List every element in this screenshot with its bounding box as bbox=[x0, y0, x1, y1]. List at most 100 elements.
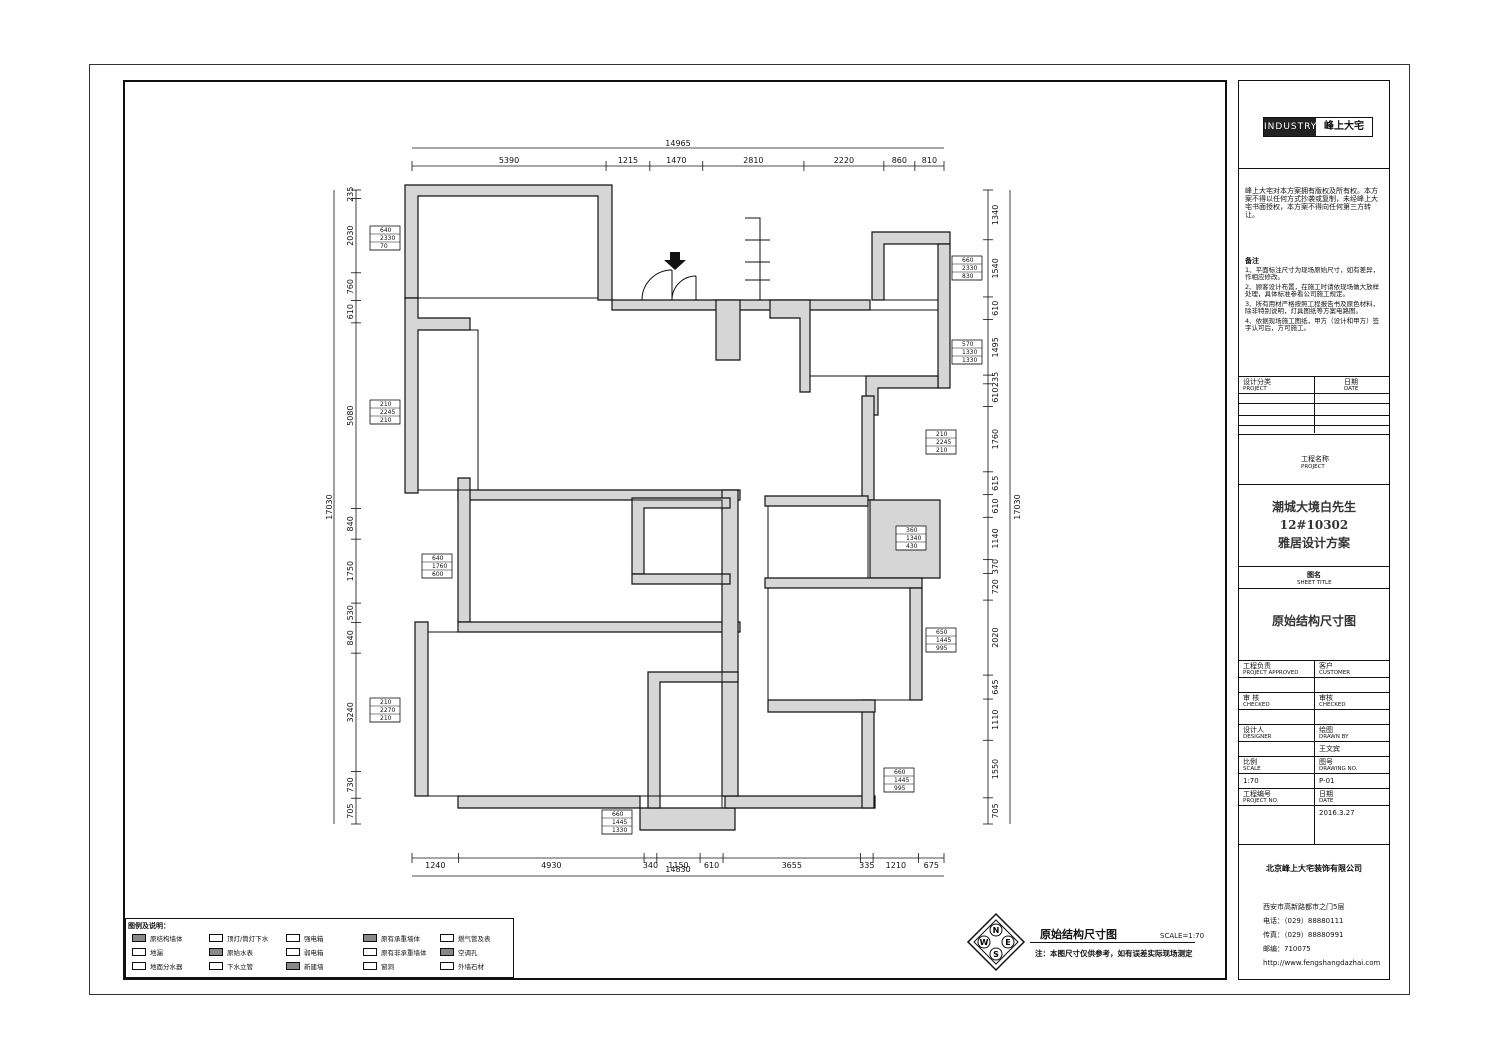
row-label-en: DRAWING NO. bbox=[1319, 766, 1358, 772]
note-item: 3、所有用材严格按照工程报告书及原色材料，除非特别说明，灯具图纸等方案电路图。 bbox=[1245, 300, 1380, 315]
wall-outer bbox=[404, 184, 613, 301]
dim-right-4: 235 bbox=[991, 372, 1000, 387]
row-label-en: PROJECT APPROVED bbox=[1243, 670, 1299, 676]
dim-left-3: 610 bbox=[346, 304, 355, 319]
note-item: 1、平面标注尺寸为现场原始尺寸，如有差异，作相应修改。 bbox=[1245, 266, 1380, 281]
window-tag-value: 70 bbox=[380, 243, 388, 250]
wall-east-bed2 bbox=[764, 577, 923, 589]
window-tag-value: 2330 bbox=[380, 235, 395, 242]
window-tag-value: 210 bbox=[936, 431, 948, 438]
row-value: P-01 bbox=[1319, 777, 1335, 785]
note-item: 2、顾客设计布置，在施工时请依现场做大放样处理，具体标准参看公司施工规定。 bbox=[1245, 283, 1380, 298]
room-outline-10 bbox=[659, 681, 723, 809]
plan-scale: SCALE=1:70 bbox=[1160, 932, 1205, 940]
legend-item-label: 新建墙 bbox=[304, 963, 324, 971]
room-outline-7 bbox=[767, 587, 911, 701]
dim-right-0: 1340 bbox=[991, 205, 1000, 225]
window-tag-value: 1445 bbox=[936, 637, 951, 644]
dim-bottom-8: 675 bbox=[924, 861, 939, 870]
wall-east-bed4 bbox=[909, 587, 923, 701]
legend-symbol-icon bbox=[209, 962, 223, 970]
company-postcode: 邮编：710075 bbox=[1263, 945, 1311, 953]
dim-bottom-6: 335 bbox=[859, 861, 874, 870]
window-tag-value: 1445 bbox=[612, 819, 627, 826]
dim-right-total: 17030 bbox=[1013, 494, 1022, 519]
legend-symbol-icon bbox=[132, 934, 146, 942]
wall-east-bed3 bbox=[767, 699, 876, 713]
dim-right-5: 610 bbox=[991, 388, 1000, 403]
window-tag-value: 210 bbox=[380, 401, 392, 408]
legend-item-label: 原有非承重墙体 bbox=[381, 949, 427, 957]
dim-top-total: 14965 bbox=[665, 139, 690, 148]
legend-item: 下水立管 bbox=[209, 961, 253, 971]
project-name-label: 工程名称 bbox=[1301, 455, 1329, 463]
legend-symbol-icon bbox=[209, 948, 223, 956]
legend-symbol-icon bbox=[286, 962, 300, 970]
legend-item-label: 空调孔 bbox=[458, 949, 478, 957]
dim-bottom-total: 14830 bbox=[665, 865, 690, 874]
wall-center-h2 bbox=[457, 621, 741, 633]
project-line-2: 12#10302 bbox=[1279, 518, 1349, 532]
dim-bottom-1: 4930 bbox=[541, 861, 561, 870]
company-address: 西安市高新路都市之门5层 bbox=[1263, 903, 1345, 911]
compass-e: E bbox=[1005, 938, 1010, 947]
dim-bottom-4: 610 bbox=[704, 861, 719, 870]
wall-center-v1 bbox=[457, 477, 471, 623]
row-label-en: CHECKED bbox=[1243, 702, 1270, 708]
dim-top-2: 1470 bbox=[666, 156, 686, 165]
sheet-title: 原始结构尺寸图 bbox=[1271, 614, 1356, 628]
legend-item: 外墙石材 bbox=[440, 961, 484, 971]
window-tag-value: 210 bbox=[380, 417, 392, 424]
window-tag-value: 640 bbox=[432, 555, 444, 562]
legend-item-label: 弱电箱 bbox=[304, 949, 324, 957]
row-label-en: PROJECT NO. bbox=[1243, 798, 1279, 804]
dim-bottom-5: 3655 bbox=[782, 861, 802, 870]
dim-left-10: 730 bbox=[346, 777, 355, 792]
wall-west-lower bbox=[414, 621, 429, 797]
window-tag-value: 650 bbox=[936, 629, 948, 636]
dim-right-7: 615 bbox=[991, 476, 1000, 491]
company-name: 北京峰上大宅装饰有限公司 bbox=[1266, 864, 1362, 873]
legend-item-label: 顶灯/筒灯下水 bbox=[227, 935, 269, 943]
window-tag-value: 660 bbox=[894, 769, 906, 776]
dim-left-8: 840 bbox=[346, 630, 355, 645]
wall-hall-east bbox=[861, 395, 875, 501]
legend-item: 原有非承重墙体 bbox=[363, 947, 427, 957]
room-outline-9 bbox=[809, 309, 939, 377]
wall-column2 bbox=[715, 299, 741, 361]
row-label-en: DESIGNER bbox=[1243, 734, 1272, 740]
project-name-label-en: PROJECT bbox=[1301, 464, 1325, 470]
legend-symbol-icon bbox=[132, 962, 146, 970]
window-tag-value: 210 bbox=[380, 699, 392, 706]
legend-item: 强电箱 bbox=[286, 933, 324, 943]
wall-east-step bbox=[865, 375, 939, 416]
dim-top-4: 2220 bbox=[834, 156, 854, 165]
wall-east-lower bbox=[861, 699, 875, 809]
wall-east-bed bbox=[764, 495, 869, 507]
legend-item: 地面分水器 bbox=[132, 961, 183, 971]
legend-item-label: 下水立管 bbox=[227, 963, 253, 971]
sheet-title-label: 图名 bbox=[1307, 571, 1321, 579]
row-label-en: CUSTOMER bbox=[1319, 670, 1351, 676]
dim-left-6: 1750 bbox=[346, 561, 355, 581]
row-value: 2016.3.27 bbox=[1319, 809, 1355, 817]
window-tag-value: 995 bbox=[894, 785, 906, 792]
window-tag-value: 2245 bbox=[380, 409, 395, 416]
dim-left-11: 705 bbox=[346, 803, 355, 818]
plan-note: 注：本图尺寸仅供参考，如有误差实际现场测定 bbox=[1035, 949, 1193, 958]
dim-left-4: 5080 bbox=[346, 405, 355, 425]
legend-symbol-icon bbox=[286, 948, 300, 956]
dim-left-1: 2030 bbox=[346, 225, 355, 245]
legend-symbol-icon bbox=[363, 962, 377, 970]
plan-title: 原始结构尺寸图 bbox=[1040, 928, 1117, 941]
compass-s: S bbox=[993, 950, 999, 959]
window-tag-value: 1340 bbox=[906, 535, 921, 542]
